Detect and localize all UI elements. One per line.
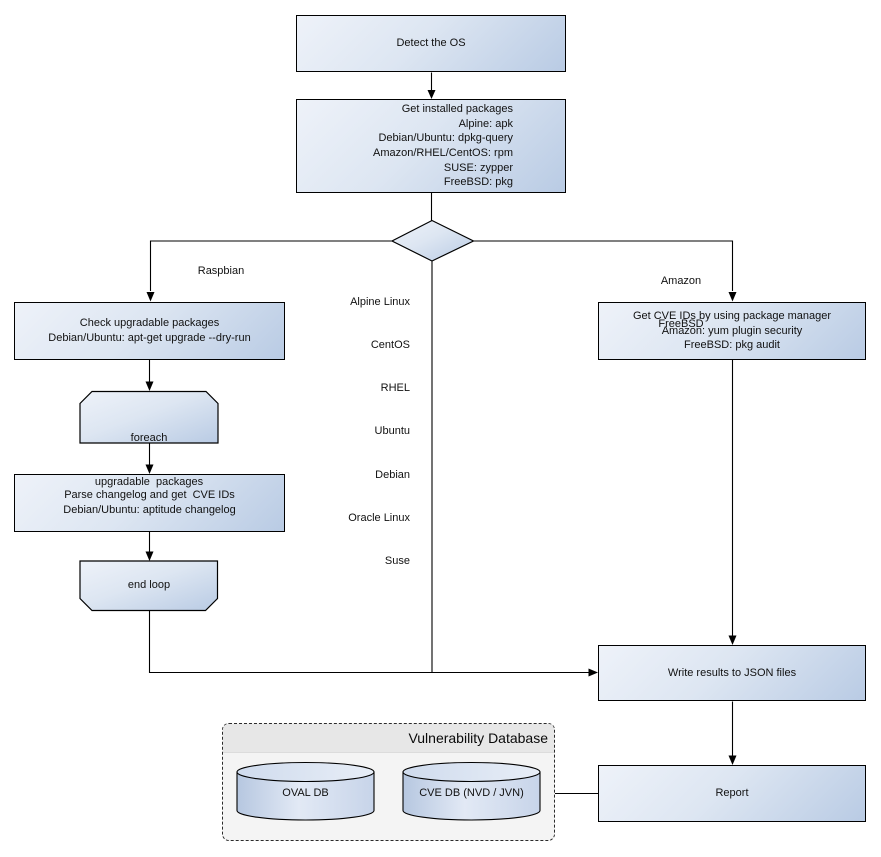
arrowhead	[427, 90, 436, 99]
node-get-cve-ids: Get CVE IDs by using package manager Ama…	[598, 302, 866, 360]
arrowhead	[588, 668, 598, 677]
edge-decision-to-get-cve	[473, 240, 734, 291]
node-report: Report	[598, 765, 866, 822]
arrowhead	[728, 292, 737, 302]
oval-db-cylinder-top	[236, 761, 375, 783]
cve-db-label: CVE DB (NVD / JVN)	[419, 787, 524, 799]
edge-endloop-to-write-results	[148, 610, 589, 674]
arrowhead	[146, 292, 155, 302]
node-report-label: Report	[715, 787, 749, 800]
oval-db-label: OVAL DB	[282, 787, 329, 799]
node-write-results-label: Write results to JSON files	[667, 666, 797, 679]
arrowhead	[728, 635, 737, 645]
end-loop-label: end loop	[127, 579, 171, 591]
branch-label-raspbian: Raspbian	[197, 265, 245, 277]
arrowhead	[145, 464, 154, 474]
end-loop-shape	[79, 560, 219, 612]
node-write-results: Write results to JSON files	[598, 645, 866, 701]
node-parse-changelog: Parse changelog and get CVE IDs Debian/U…	[14, 474, 285, 532]
branch-label-amazon-freebsd: Amazon FreeBSD	[658, 274, 704, 331]
cve-db-cylinder	[402, 771, 541, 821]
foreach-loop-shape	[79, 390, 219, 444]
node-detect-os-label: Detect the OS	[396, 37, 466, 50]
arrowhead	[145, 551, 154, 561]
branch-label-os-list: Alpine Linux CentOS RHEL Ubuntu Debian O…	[348, 295, 410, 568]
arrowhead	[728, 755, 737, 765]
arrowhead	[145, 381, 154, 391]
node-check-upgradable-packages: Check upgradable packages Debian/Ubuntu:…	[14, 302, 285, 360]
edge-decision-to-check-upgradable	[149, 240, 392, 291]
oval-db-cylinder	[236, 771, 375, 821]
node-get-installed-packages: Get installed packages Alpine: apk Debia…	[296, 99, 566, 193]
vulnerability-database-title: Vulnerability Database	[223, 724, 554, 753]
node-detect-os: Detect the OS	[296, 15, 566, 72]
cve-db-cylinder-top	[402, 761, 541, 783]
foreach-loop-label: foreach upgradable packages	[94, 432, 204, 488]
os-decision-diamond	[390, 219, 475, 262]
